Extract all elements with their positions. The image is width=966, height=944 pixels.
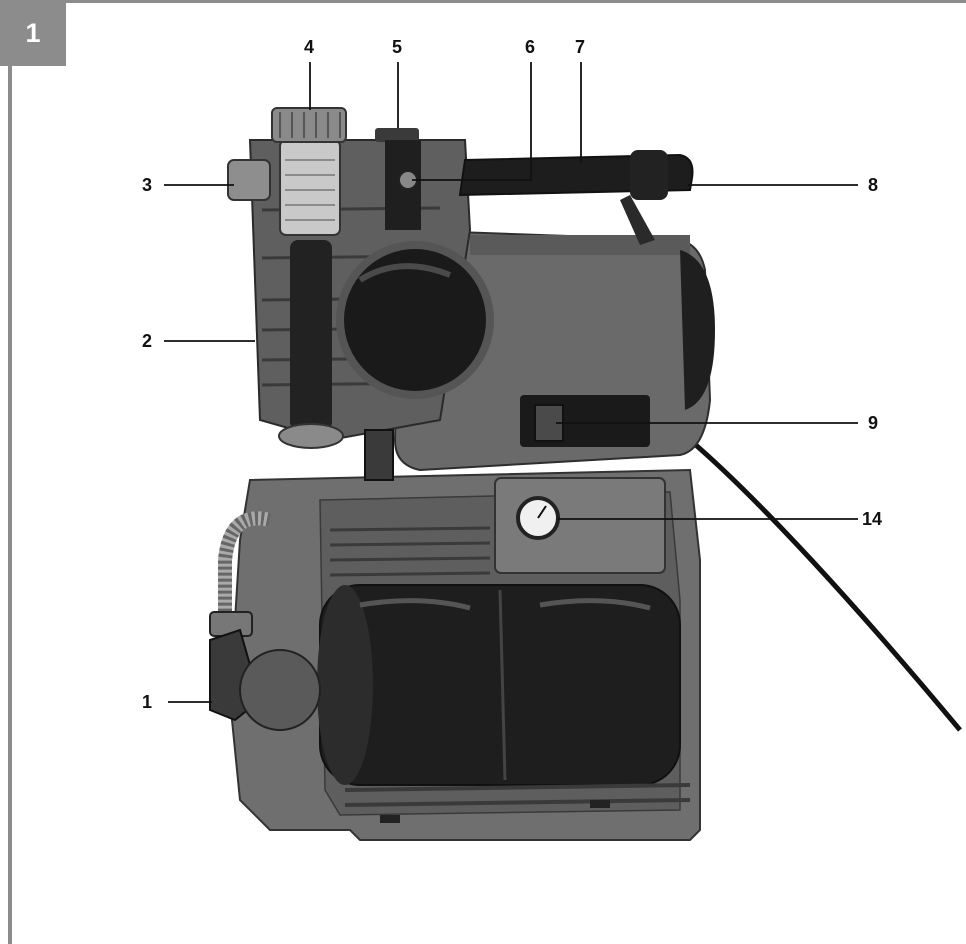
callout-14: 14 bbox=[862, 509, 883, 529]
base-foot-clip-left bbox=[380, 815, 400, 823]
pipe-bottom-ring bbox=[278, 423, 344, 449]
base-foot-clip-right bbox=[590, 800, 610, 808]
callout-9: 9 bbox=[868, 413, 879, 433]
base-vents bbox=[329, 526, 491, 577]
figure-number-badge: 1 bbox=[0, 0, 66, 66]
callout-2: 2 bbox=[142, 331, 153, 351]
callout-3: 3 bbox=[142, 175, 153, 195]
base-front-bars bbox=[344, 783, 691, 807]
callout-7: 7 bbox=[575, 37, 586, 57]
filter-bowl-lines bbox=[285, 159, 335, 221]
callout-1: 1 bbox=[142, 692, 153, 712]
filter-cap-grip bbox=[279, 112, 341, 138]
callout-6: 6 bbox=[525, 37, 536, 57]
handle-support bbox=[620, 195, 655, 245]
suction-cover bbox=[239, 649, 321, 731]
outlet-connection bbox=[227, 159, 271, 201]
callout-5: 5 bbox=[392, 37, 403, 57]
pressure-pipe bbox=[364, 429, 394, 481]
vertical-pipe-left bbox=[290, 240, 332, 430]
pressure-tank bbox=[317, 584, 681, 786]
handle-grip-end bbox=[630, 150, 668, 200]
pump-head-dome bbox=[336, 241, 494, 399]
callout-4: 4 bbox=[304, 37, 315, 57]
power-cable bbox=[688, 438, 962, 732]
gauge-needle bbox=[537, 505, 547, 519]
callout-8: 8 bbox=[868, 175, 879, 195]
filler-plug bbox=[375, 128, 419, 142]
callout-line-6 bbox=[412, 62, 532, 181]
motor-top-band bbox=[470, 235, 690, 255]
motor-fan-cap bbox=[680, 250, 715, 410]
